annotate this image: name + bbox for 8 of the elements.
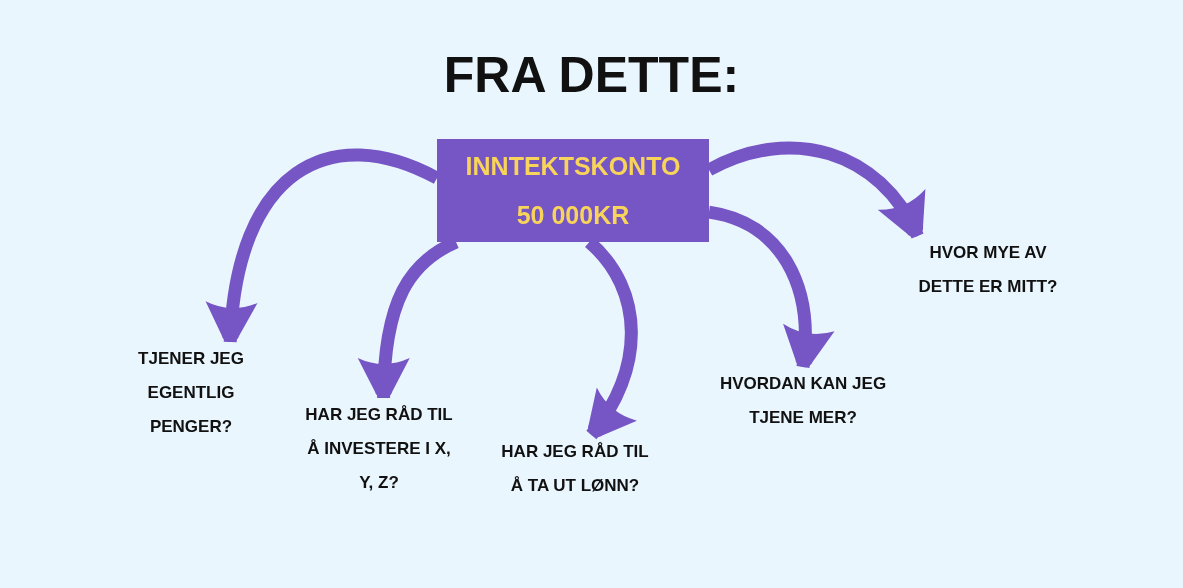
question-text: HVOR MYE AV DETTE ER MITT? — [908, 236, 1068, 306]
question-text: HVORDAN KAN JEG TJENE MER? — [708, 367, 898, 437]
question-text: TJENER JEG EGENTLIG PENGER? — [121, 342, 261, 446]
question-text: HAR JEG RÅD TIL Å INVESTERE I X, Y, Z? — [303, 398, 455, 502]
account-box — [437, 139, 709, 242]
title-text: FRA DETTE: — [443, 46, 740, 105]
question-text: HAR JEG RÅD TIL Å TA UT LØNN? — [493, 435, 657, 505]
account-text: INNTEKTSKONTO 50 000KR — [464, 150, 682, 231]
